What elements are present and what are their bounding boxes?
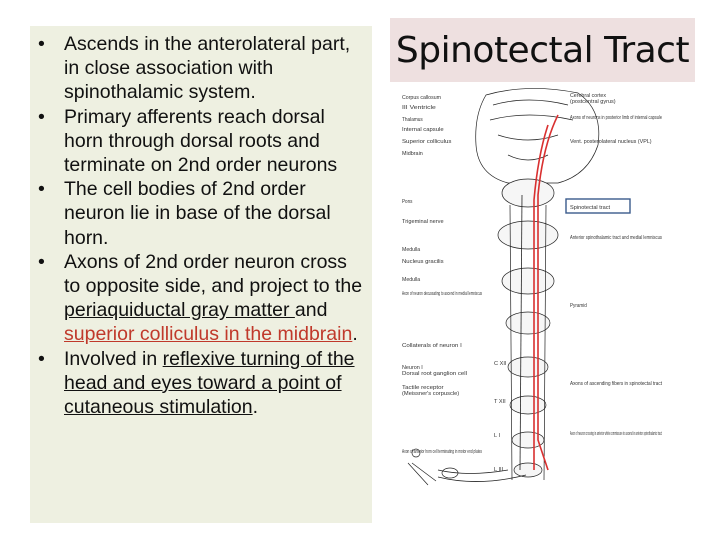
bullet-marker: • bbox=[38, 33, 45, 55]
diagram-label-right: Axons of ascending fibers in spinotectal… bbox=[570, 381, 662, 387]
bullet-item: • Axons of 2nd order neuron cross to oppo… bbox=[38, 250, 368, 347]
bullet-item: • The cell bodies of 2nd order neuron lie… bbox=[38, 177, 368, 250]
diagram-label-left: Medulla bbox=[402, 277, 421, 283]
bullet-item: • Ascends in the anterolateral part, in c… bbox=[38, 32, 368, 105]
diagram-label-left: Axon of neuron decussating to ascend in … bbox=[402, 291, 482, 297]
diagram-label-left: Pons bbox=[402, 199, 413, 205]
diagram-label-right: Anterior spinothalamic tract and medial … bbox=[570, 235, 662, 241]
diagram-label-right: Vent. posterolateral nucleus (VPL) bbox=[570, 139, 652, 145]
bullet-marker: • bbox=[38, 347, 45, 370]
highlight-label: Spinotectal tract bbox=[570, 205, 611, 211]
slide-title: Spinotectal Tract bbox=[390, 18, 695, 82]
diagram-label-left: Midbrain bbox=[402, 151, 423, 157]
diagram-label-left: Medulla bbox=[402, 247, 421, 253]
bullet-text: superior colliculus in the midbrain bbox=[64, 323, 353, 346]
diagram-label-left: Corpus callosum bbox=[402, 95, 441, 101]
diagram-label-left: Neuron I bbox=[402, 365, 423, 371]
bullet-text: Involved in bbox=[64, 347, 163, 370]
bullet-item: • Primary afferents reach dorsal horn thr… bbox=[38, 105, 368, 178]
diagram-label-left: Internal capsule bbox=[402, 127, 444, 133]
segment-labels: C XII T XII L I L III bbox=[494, 361, 507, 473]
diagram-label-left: Superior colliculus bbox=[402, 139, 452, 145]
segment-label: L I bbox=[494, 433, 500, 439]
diagram-label-left: Dorsal root ganglion cell bbox=[402, 371, 467, 377]
labels-right: Cerebral cortex(postcentral gyrus) Axons … bbox=[570, 93, 662, 437]
bullet-text: Axons of 2nd order neuron cross to oppos… bbox=[64, 250, 363, 298]
diagram-label-left: III Ventricle bbox=[402, 105, 436, 111]
bullet-text: The cell bodies of 2nd order neuron lie … bbox=[64, 178, 331, 249]
bullet-text: . bbox=[352, 323, 358, 346]
diagram-label-left: Thalamus bbox=[402, 117, 423, 123]
bullet-marker: • bbox=[38, 178, 45, 201]
diagram-label-right: Axon of neuron crossing in anterior whit… bbox=[570, 431, 662, 437]
diagram-label-left: Tactile receptor bbox=[402, 385, 444, 391]
bullet-text-panel: • Ascends in the anterolateral part, in c… bbox=[30, 26, 372, 523]
spinotectal-highlight-box bbox=[565, 198, 631, 214]
bullet-text: periaquiductal gray matter bbox=[64, 299, 295, 322]
bullet-list: • Ascends in the anterolateral part, in c… bbox=[38, 32, 368, 419]
segment-label: C XII bbox=[494, 361, 507, 367]
diagram-label-left: (Meissner's corpuscle) bbox=[402, 391, 459, 397]
diagram-label-right: Cerebral cortex bbox=[570, 93, 606, 99]
segment-label: L III bbox=[494, 467, 504, 473]
brainstem-sections bbox=[497, 178, 559, 478]
tactile-receptor-drawing bbox=[407, 448, 459, 486]
bullet-marker: • bbox=[38, 250, 45, 273]
diagram-label-right: Pyramid bbox=[570, 303, 587, 309]
bullet-text: reflexive turning of the head and eyes t… bbox=[64, 347, 355, 419]
bullet-marker: • bbox=[38, 105, 45, 128]
diagram-label-right: Axons of neurons in posterior limb of in… bbox=[570, 115, 662, 121]
tract-lines bbox=[437, 114, 559, 482]
diagram-label-left: Nucleus gracilis bbox=[402, 259, 444, 265]
diagram-label-left: Collaterals of neuron I bbox=[402, 343, 462, 349]
diagram-label-left: Axon of anterior horn cell terminating i… bbox=[402, 449, 482, 455]
diagram-label-right: (postcentral gyrus) bbox=[570, 99, 616, 105]
diagram-label-left: Trigeminal nerve bbox=[402, 219, 444, 225]
segment-label: T XII bbox=[494, 399, 506, 405]
bullet-text: Ascends in the anterolateral part, in cl… bbox=[64, 33, 351, 104]
bullet-text: and bbox=[294, 299, 328, 322]
bullet-text: . bbox=[252, 396, 259, 419]
bullet-text: Primary afferents reach dorsal horn thro… bbox=[64, 105, 338, 177]
cord-column bbox=[509, 204, 547, 481]
bullet-item: • Involved in reflexive turning of the he… bbox=[38, 347, 368, 420]
